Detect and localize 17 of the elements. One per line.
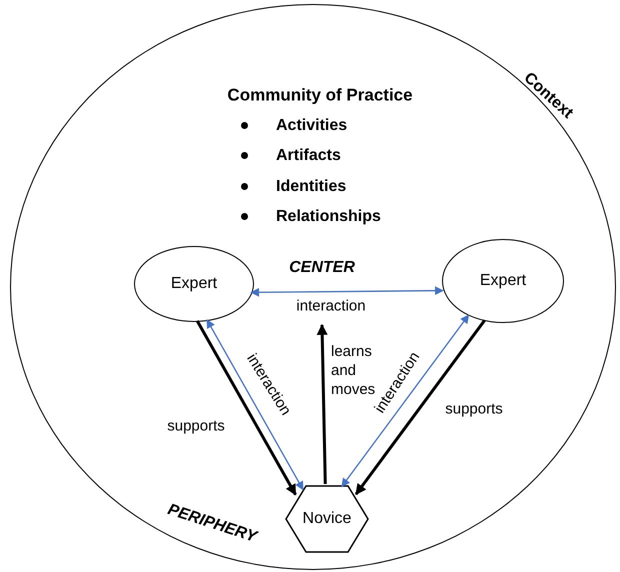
list-item: Relationships	[276, 207, 381, 227]
arrow	[250, 286, 444, 297]
diagram-heading: Community of Practice	[227, 84, 413, 106]
zone-label: CENTER	[289, 258, 355, 278]
list-item: Identities	[276, 177, 346, 197]
list-item: Activities	[276, 116, 348, 136]
expert-ellipse: Expert	[442, 239, 564, 323]
arrow	[354, 319, 486, 496]
arrow	[316, 324, 328, 484]
expert-ellipse: Expert	[134, 246, 254, 322]
arrow	[196, 320, 297, 496]
novice-hexagon: Novice	[285, 485, 369, 553]
arrow	[206, 319, 304, 490]
arrow	[341, 314, 470, 488]
list-item: Artifacts	[276, 146, 341, 166]
edge-label: supports	[444, 400, 504, 420]
edge-label: supports	[166, 418, 226, 436]
